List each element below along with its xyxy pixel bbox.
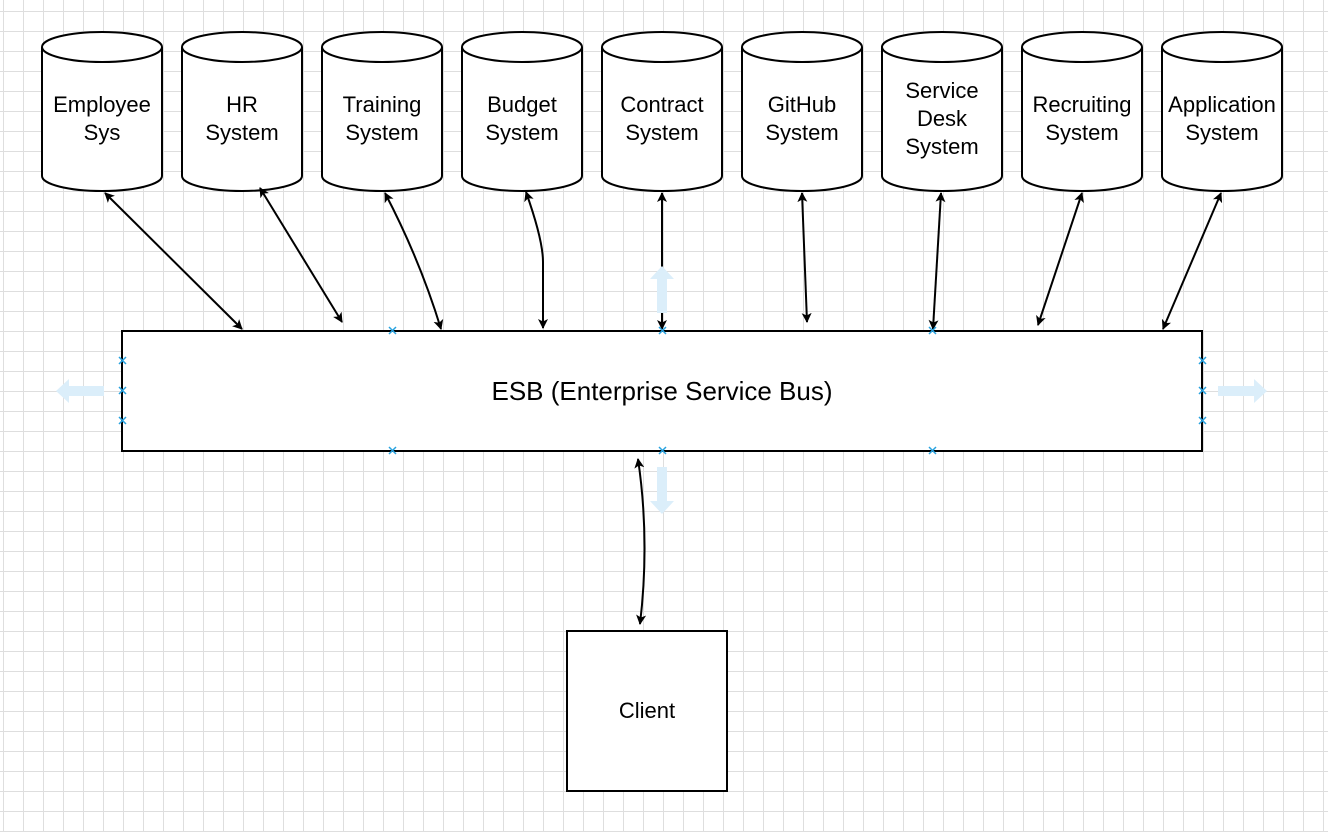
database-application[interactable] [1161, 31, 1283, 192]
database-label-hr: HR System [182, 62, 302, 176]
database-label-line: System [1045, 120, 1119, 145]
database-cylinder-icon [881, 31, 1003, 192]
database-budget[interactable] [461, 31, 583, 192]
database-label-line: System [345, 120, 419, 145]
database-label-line: Sys [83, 120, 121, 145]
database-rim [741, 46, 863, 63]
handle-x-icon[interactable] [658, 326, 667, 335]
connector-training-esb[interactable] [384, 192, 444, 330]
database-rim [1161, 46, 1283, 63]
handle-x-icon[interactable] [1198, 416, 1207, 425]
handle-x-icon[interactable] [928, 446, 937, 455]
database-label-line: HR [226, 92, 258, 117]
client-label: Client [618, 698, 676, 723]
database-training[interactable] [321, 31, 443, 192]
connector-employee-esb[interactable] [104, 192, 243, 330]
hover-arrow-up-icon[interactable] [650, 266, 674, 313]
database-label-line: Employee [53, 92, 151, 117]
database-label-line: System [205, 120, 279, 145]
database-github[interactable] [741, 31, 863, 192]
database-cylinder-icon [181, 31, 303, 192]
database-rim [601, 46, 723, 63]
database-label-line: Service [905, 78, 979, 103]
database-cylinder-icon [321, 31, 443, 192]
connector-service-desk-esb[interactable] [928, 192, 946, 330]
database-service-desk[interactable] [881, 31, 1003, 192]
connector-recruiting-esb[interactable] [1036, 192, 1084, 326]
handle-x-icon[interactable] [118, 386, 127, 395]
database-label-line: Budget [487, 92, 557, 117]
database-rim [1021, 46, 1143, 63]
handle-x-icon[interactable] [928, 326, 937, 335]
hover-arrow-right-icon[interactable] [1218, 379, 1267, 403]
database-employee[interactable] [41, 31, 163, 192]
database-recruiting[interactable] [1021, 31, 1143, 192]
connector-esb-client[interactable] [634, 458, 647, 625]
database-label-line: Contract [620, 92, 704, 117]
database-label-line: System [485, 120, 559, 145]
connector-budget-esb[interactable] [524, 191, 548, 329]
database-rim [881, 46, 1003, 63]
database-rim [41, 46, 163, 63]
database-cylinder-icon [1161, 31, 1283, 192]
database-cylinder-icon [1021, 31, 1143, 192]
database-label-line: GitHub [767, 92, 837, 117]
handle-x-icon[interactable] [658, 446, 667, 455]
database-label-line: Desk [916, 106, 968, 131]
database-label-line: System [1185, 120, 1259, 145]
database-label-line: System [765, 120, 839, 145]
database-label-line: Training [342, 92, 422, 117]
database-cylinder-icon [41, 31, 163, 192]
connector-github-esb[interactable] [797, 192, 812, 323]
database-label-line: Recruiting [1032, 92, 1132, 117]
database-contract[interactable] [601, 31, 723, 192]
database-cylinder-icon [601, 31, 723, 192]
handle-x-icon[interactable] [118, 416, 127, 425]
client-box[interactable] [566, 630, 728, 792]
database-rim [181, 46, 303, 63]
database-rim [321, 46, 443, 63]
hover-arrow-left-icon[interactable] [56, 379, 104, 403]
handle-x-icon[interactable] [1198, 356, 1207, 365]
database-label-line: System [625, 120, 699, 145]
database-label-line: System [905, 134, 979, 159]
handle-x-icon[interactable] [118, 356, 127, 365]
database-cylinder-icon [461, 31, 583, 192]
handle-x-icon[interactable] [388, 446, 397, 455]
handle-x-icon[interactable] [1198, 386, 1207, 395]
database-cylinder-icon [741, 31, 863, 192]
hover-arrow-down-icon[interactable] [650, 467, 674, 514]
connector-hr-esb[interactable] [259, 187, 343, 323]
handle-x-icon[interactable] [388, 326, 397, 335]
database-hr[interactable] [181, 31, 303, 192]
connector-application-esb[interactable] [1161, 192, 1223, 330]
database-label-line: Application [1168, 92, 1276, 117]
esb-label: ESB (Enterprise Service Bus) [491, 375, 833, 406]
database-rim [461, 46, 583, 63]
